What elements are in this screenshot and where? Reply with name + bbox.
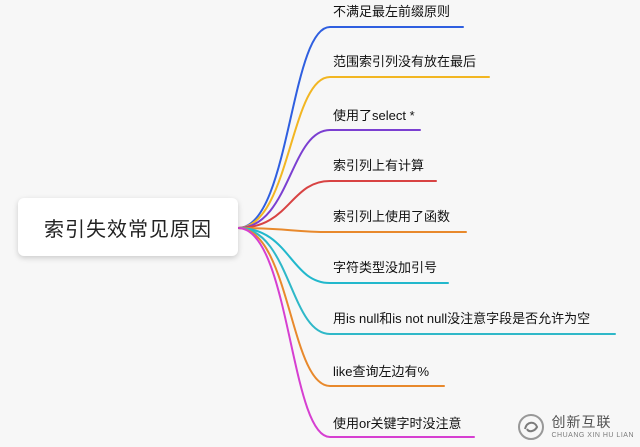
root-node[interactable]: 索引失效常见原因 — [18, 198, 238, 256]
connector-1 — [237, 26, 464, 229]
root-node-label: 索引失效常见原因 — [44, 218, 212, 241]
connector-5 — [237, 227, 467, 233]
branch-label-7[interactable]: 用is null和is not null没注意字段是否允许为空 — [333, 311, 591, 326]
branch-label-4[interactable]: 索引列上有计算 — [333, 158, 425, 173]
watermark: 创新互联 CHUANG XIN HU LIAN — [517, 413, 634, 441]
branch-label-8[interactable]: like查询左边有% — [333, 364, 430, 379]
connector-3 — [237, 129, 421, 229]
connector-2 — [237, 76, 490, 229]
watermark-subtext: CHUANG XIN HU LIAN — [551, 431, 634, 439]
branch-label-6[interactable]: 字符类型没加引号 — [333, 260, 438, 275]
branch-label-1[interactable]: 不满足最左前缀原则 — [333, 4, 451, 19]
watermark-text: 创新互联 — [551, 414, 612, 431]
branch-label-9[interactable]: 使用or关键字时没注意 — [333, 416, 462, 431]
connector-6 — [237, 227, 449, 284]
branch-label-5[interactable]: 索引列上使用了函数 — [333, 209, 451, 224]
branch-label-2[interactable]: 范围索引列没有放在最后 — [333, 54, 477, 69]
connector-9 — [237, 227, 475, 438]
connector-4 — [237, 180, 437, 229]
branch-label-3[interactable]: 使用了select * — [333, 108, 415, 123]
watermark-logo-icon — [518, 414, 545, 440]
connector-7 — [237, 227, 616, 335]
connector-8 — [237, 227, 445, 387]
